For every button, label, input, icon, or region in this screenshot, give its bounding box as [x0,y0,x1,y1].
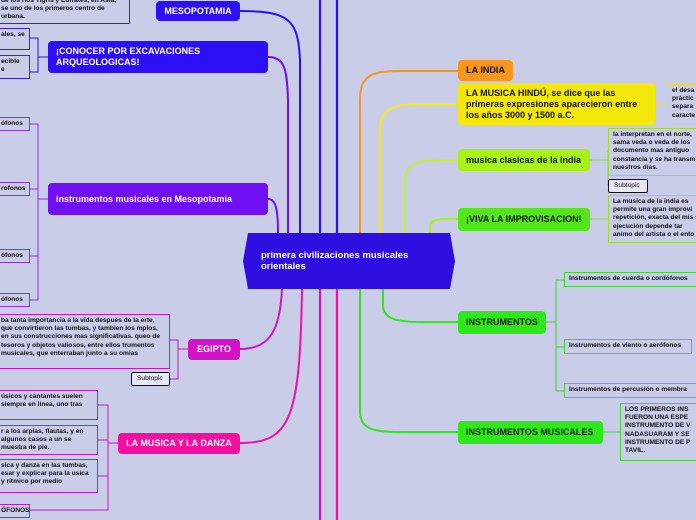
clasicas-note-text: la interpretan en el norte, sama veda o … [613,131,696,171]
central-topic-label: primera civilizaciones musicales orienta… [261,250,409,272]
topic-musica-hindu-label: LA MUSICA HINDÚ, se dice que las primera… [466,87,638,120]
topic-la-india[interactable]: LA INDIA [458,60,513,81]
instrumentos-percusion-text: Instrumentos de percusión o membra [569,386,687,393]
clasicas-subtopic-label: Subtopic [614,182,640,189]
hindu-note-text: el desa práctic separa caracte [672,87,696,119]
excavaciones-note-1[interactable]: ales, se [0,28,30,50]
improvisacion-note[interactable]: La musica de la india es permite una gra… [608,195,696,243]
danza-note-1[interactable]: úsicos y cantantes suelen siempre en lín… [0,390,98,420]
topic-improvisacion-label: ¡VIVA LA IMPROVISACION! [466,214,582,224]
instrument-item-1-text: ófonos [1,120,23,127]
instrument-item-4[interactable]: ófonos [0,293,30,307]
danza-note-4[interactable]: ÓFONOS [0,504,30,518]
instrumentos-percusion[interactable]: Instrumentos de percusión o membra [564,383,696,398]
danza-note-3-text: sica y danza en las tumbas, esar y expli… [1,462,89,486]
improvisacion-note-text: La musica de la india es permite una gra… [613,198,696,238]
clasicas-note[interactable]: la interpretan en el norte, sama veda o … [608,128,696,176]
topic-la-india-label: LA INDIA [466,65,505,75]
topic-instrumentos-mesopotamia[interactable]: instrumentos musicales en Mesopotamia [48,183,268,215]
topic-mesopotamia-label: MESOPOTAMIA [164,5,232,16]
topic-egipto[interactable]: EGIPTO [188,339,240,360]
topic-excavaciones[interactable]: ¡CONOCER POR EXCAVACIONES ARQUEOLOGICAS! [48,41,268,73]
mesopotamia-note[interactable]: de los ríos Tigris y Éufrates, en Asia, … [0,0,130,24]
egipto-note[interactable]: ba tanta importancia a la vida después d… [0,314,170,369]
topic-improvisacion[interactable]: ¡VIVA LA IMPROVISACION! [458,208,590,231]
topic-musica-danza[interactable]: LA MUSICA Y LA DANZA [118,433,240,454]
instrumentos-viento[interactable]: Instrumentos de viento o aerófonos [564,339,692,354]
topic-musica-clasica[interactable]: musica clasicas de la india [458,149,590,171]
instrumentos-cuerda-text: Instrumentos de cuerda o cordófonos [569,275,688,282]
egipto-subtopic-label: Subtopic [137,375,163,382]
mesopotamia-note-text: de los ríos Tigris y Éufrates, en Asia, … [1,0,117,21]
topic-instrumentos[interactable]: INSTRUMENTOS [458,311,546,334]
instrument-item-2-text: rofonos [1,185,26,192]
danza-note-2-text: r a los arpias, flautas, y en algunos ca… [1,428,84,452]
instrumentos-musicales-note-text: LOS PRIMEROS INS FUERON UNA ESPE INSTRUM… [625,406,691,455]
instrumentos-cuerda[interactable]: Instrumentos de cuerda o cordófonos [564,272,696,287]
excavaciones-note-2-text: ecible e [1,58,20,74]
danza-note-4-text: ÓFONOS [1,507,30,514]
instrumentos-viento-text: Instrumentos de viento o aerófonos [569,342,682,349]
instrument-item-3[interactable]: ófonos [0,249,30,263]
topic-egipto-label: EGIPTO [197,344,231,354]
danza-note-2[interactable]: r a los arpias, flautas, y en algunos ca… [0,425,98,455]
excavaciones-note-2[interactable]: ecible e [0,55,30,79]
central-topic[interactable]: primera civilizaciones musicales orienta… [243,233,455,289]
topic-musica-hindu[interactable]: LA MUSICA HINDÚ, se dice que las primera… [458,83,655,125]
instrument-item-3-text: ófonos [1,252,23,259]
instrument-item-2[interactable]: rofonos [0,182,30,196]
clasicas-subtopic[interactable]: Subtopic [608,179,648,193]
egipto-note-text: ba tanta importancia a la vida después d… [1,317,161,357]
danza-note-3[interactable]: sica y danza en las tumbas, esar y expli… [0,459,98,493]
danza-note-1-text: úsicos y cantantes suelen siempre en lín… [1,393,83,409]
topic-musica-danza-label: LA MUSICA Y LA DANZA [126,438,232,448]
hindu-note[interactable]: el desa práctic separa caracte [667,84,696,124]
topic-instrumentos-mesopotamia-label: instrumentos musicales en Mesopotamia [56,193,233,204]
egipto-subtopic[interactable]: Subtopic [131,372,170,386]
instrument-item-1[interactable]: ófonos [0,117,30,131]
topic-mesopotamia[interactable]: MESOPOTAMIA [156,1,240,21]
instrument-item-4-text: ófonos [1,296,23,303]
topic-instrumentos-label: INSTRUMENTOS [466,317,538,327]
instrumentos-musicales-note[interactable]: LOS PRIMEROS INS FUERON UNA ESPE INSTRUM… [620,403,696,461]
topic-musica-clasica-label: musica clasicas de la india [466,154,582,165]
excavaciones-note-1-text: ales, se [1,31,25,38]
topic-instrumentos-musicales-label: INSTRUMENTOS MUSICALES [466,427,594,437]
topic-excavaciones-label: ¡CONOCER POR EXCAVACIONES ARQUEOLOGICAS! [56,46,201,67]
topic-instrumentos-musicales[interactable]: INSTRUMENTOS MUSICALES [458,421,603,444]
